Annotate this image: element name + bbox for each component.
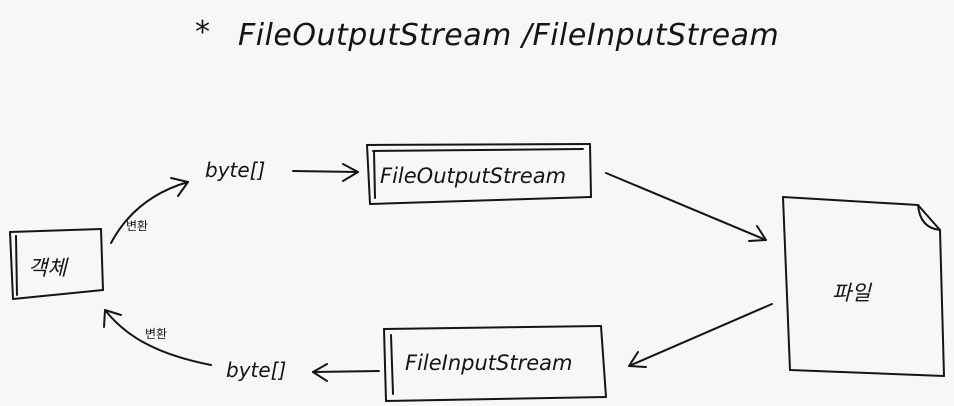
arrow-object-to-bytes bbox=[110, 177, 189, 244]
byte-array-top-label: byte[] bbox=[205, 158, 265, 182]
title-asterisk: * bbox=[195, 15, 211, 50]
arrow-file-to-input-stream bbox=[628, 303, 773, 368]
diagram-title: FileOutputStream /FileInputStream bbox=[238, 18, 779, 53]
file-output-stream-box: FileOutputStream bbox=[366, 143, 592, 205]
convert-top-label: 변환 bbox=[126, 219, 148, 233]
byte-array-bottom-label: byte[] bbox=[226, 358, 286, 382]
file-output-stream-label: FileOutputStream bbox=[380, 164, 566, 188]
file-document: 파일 bbox=[782, 196, 945, 377]
arrow-bytes-to-object bbox=[103, 309, 212, 366]
object-box: 객체 bbox=[9, 228, 104, 300]
arrow-bytes-to-output-stream bbox=[292, 163, 359, 182]
file-label: 파일 bbox=[832, 281, 872, 305]
arrow-input-stream-to-bytes bbox=[312, 363, 380, 382]
arrow-output-stream-to-file bbox=[605, 172, 767, 242]
file-input-stream-label: FileInputStream bbox=[405, 351, 573, 375]
object-label: 객체 bbox=[28, 256, 69, 280]
file-input-stream-box: FileInputStream bbox=[383, 325, 607, 402]
convert-bottom-label: 변환 bbox=[145, 327, 167, 341]
